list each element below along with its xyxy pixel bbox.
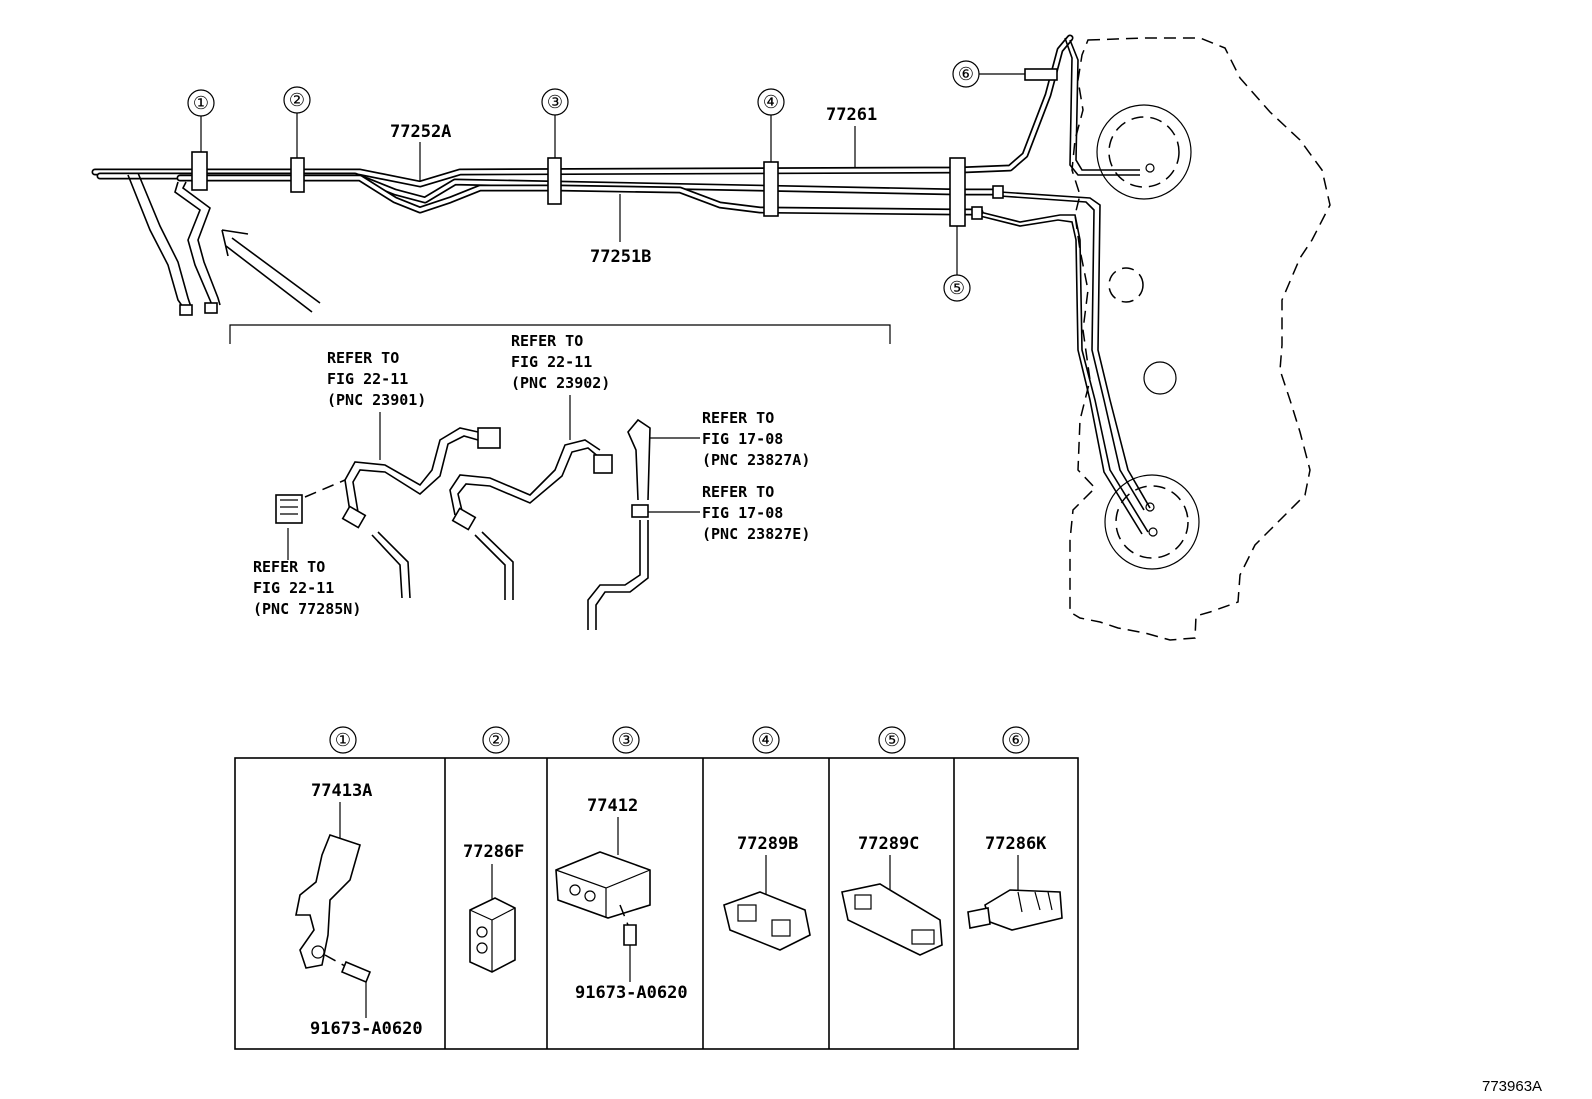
svg-text:REFER TO: REFER TO — [327, 349, 399, 367]
svg-text:REFER TO: REFER TO — [511, 332, 583, 350]
reference-23901: REFER TO FIG 22-11 (PNC 23901) — [327, 349, 426, 460]
label-77252a: 77252A — [390, 122, 451, 142]
svg-text:②: ② — [488, 730, 504, 751]
main-part-labels: 77252A 77261 77251B — [390, 105, 877, 267]
reference-23827e: REFER TO FIG 17-08 (PNC 23827E) — [648, 483, 810, 543]
svg-text:FIG 22-11: FIG 22-11 — [511, 353, 592, 371]
detail-view: REFER TO FIG 22-11 (PNC 23901) REFER TO … — [229, 324, 891, 630]
filler-pipes — [127, 172, 221, 316]
svg-text:(PNC 77285N): (PNC 77285N) — [253, 600, 361, 618]
part-77289c: 77289C — [858, 834, 919, 854]
clamp-3-marker — [547, 157, 562, 205]
clamp-cell-6: 77286K — [967, 834, 1063, 931]
reference-23827a: REFER TO FIG 17-08 (PNC 23827A) — [650, 409, 810, 469]
fuel-tank-outline — [1069, 37, 1331, 641]
svg-text:FIG 22-11: FIG 22-11 — [253, 579, 334, 597]
reference-77285n: REFER TO FIG 22-11 (PNC 77285N) — [253, 528, 361, 618]
part-77412: 77412 — [587, 796, 638, 816]
svg-text:FIG 17-08: FIG 17-08 — [702, 430, 783, 448]
svg-text:③: ③ — [618, 730, 634, 751]
callout-4: ④ — [763, 92, 779, 113]
part-77413a: 77413A — [311, 781, 372, 801]
svg-text:(PNC 23827A): (PNC 23827A) — [702, 451, 810, 469]
clamps-on-pipe — [191, 68, 1058, 227]
clamp-4-marker — [763, 161, 779, 217]
callout-2: ② — [289, 90, 305, 111]
label-77251b: 77251B — [590, 247, 651, 267]
table-header-callouts: ① ② ③ ④ ⑤ ⑥ — [329, 726, 1030, 754]
part-77286f: 77286F — [463, 842, 524, 862]
svg-text:(PNC 23901): (PNC 23901) — [327, 391, 426, 409]
clamp-1-marker — [191, 151, 208, 191]
clamp-cell-1: 77413A 91673-A0620 — [295, 781, 423, 1039]
callout-6: ⑥ — [958, 64, 974, 85]
bolt-91673-a0620-2: 91673-A0620 — [575, 983, 688, 1003]
svg-text:④: ④ — [758, 730, 774, 751]
svg-text:⑤: ⑤ — [884, 730, 900, 751]
svg-text:FIG 22-11: FIG 22-11 — [327, 370, 408, 388]
clamp-cell-2: 77286F — [463, 842, 524, 973]
direction-arrow — [221, 229, 321, 313]
part-77289b: 77289B — [737, 834, 798, 854]
top-callouts: ① ② ③ ④ ⑤ ⑥ — [187, 60, 1025, 302]
clamp-cell-5: 77289C — [841, 834, 943, 956]
diagram-id: 773963A — [1482, 1078, 1542, 1095]
clamp-5-marker — [949, 157, 966, 227]
bolt-91673-a0620-1: 91673-A0620 — [310, 1019, 423, 1039]
svg-text:REFER TO: REFER TO — [702, 483, 774, 501]
svg-text:REFER TO: REFER TO — [702, 409, 774, 427]
callout-5: ⑤ — [949, 278, 965, 299]
svg-text:FIG 17-08: FIG 17-08 — [702, 504, 783, 522]
part-77286k: 77286K — [985, 834, 1047, 854]
svg-text:(PNC 23902): (PNC 23902) — [511, 374, 610, 392]
svg-text:(PNC 23827E): (PNC 23827E) — [702, 525, 810, 543]
clamp-cell-3: 77412 91673-A0620 — [555, 796, 688, 1003]
clamp-6-marker — [1024, 68, 1058, 81]
tank-feed-pipes — [971, 37, 1158, 537]
detail-hoses — [275, 418, 651, 630]
label-77261: 77261 — [826, 105, 877, 125]
main-fuel-pipes — [91, 34, 1074, 216]
svg-text:REFER TO: REFER TO — [253, 558, 325, 576]
svg-text:①: ① — [335, 730, 351, 751]
clamp-cell-4: 77289B — [723, 834, 811, 951]
reference-23902: REFER TO FIG 22-11 (PNC 23902) — [511, 332, 610, 440]
clamp-table: ① ② ③ ④ ⑤ ⑥ 77413A 91673-A0620 77286F — [234, 726, 1079, 1050]
clamp-2-marker — [290, 157, 305, 193]
svg-text:⑥: ⑥ — [1008, 730, 1024, 751]
callout-1: ① — [193, 93, 209, 114]
callout-3: ③ — [547, 92, 563, 113]
